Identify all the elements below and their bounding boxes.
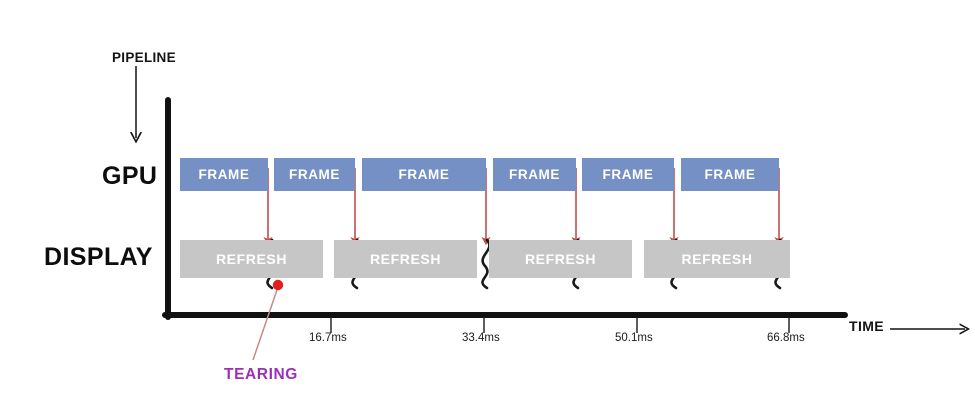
gpu-frame-label: FRAME — [198, 167, 250, 182]
tearing-pointer-line — [252, 286, 279, 361]
gpu-frame-block: FRAME — [681, 158, 779, 191]
time-tick-marks — [330, 316, 790, 333]
tearing-label: TEARING — [224, 366, 298, 383]
time-tick-label: 33.4ms — [462, 332, 500, 344]
row-label-display: DISPLAY — [44, 243, 153, 271]
gpu-frame-label: FRAME — [704, 167, 756, 182]
gpu-frame-block: FRAME — [180, 158, 268, 191]
gpu-frame-block: FRAME — [274, 158, 355, 191]
gpu-frame-block: FRAME — [493, 158, 576, 191]
gpu-frame-label: FRAME — [398, 167, 450, 182]
display-refresh-label: REFRESH — [681, 251, 753, 267]
pipeline-label: PIPELINE — [112, 50, 176, 65]
display-refresh-block: REFRESH — [180, 240, 323, 278]
tearing-marker-dot — [272, 279, 284, 291]
gpu-frame-label: FRAME — [289, 167, 340, 182]
time-axis-label: TIME — [849, 318, 885, 334]
tearing-wavy-line — [481, 238, 491, 290]
display-refresh-label: REFRESH — [215, 251, 288, 267]
display-refresh-label: REFRESH — [369, 251, 442, 267]
display-refresh-label: REFRESH — [524, 251, 597, 267]
row-label-gpu: GPU — [102, 162, 158, 190]
time-tick-label: 50.1ms — [615, 332, 653, 344]
vsync-arrow-group — [263, 168, 784, 246]
gpu-frame-block: FRAME — [582, 158, 674, 191]
gpu-frame-label: FRAME — [509, 167, 560, 182]
gpu-frame-label: FRAME — [602, 167, 654, 182]
time-tick-label: 16.7ms — [309, 332, 347, 344]
display-refresh-block: REFRESH — [644, 240, 790, 278]
display-refresh-block: REFRESH — [489, 240, 632, 278]
gpu-frame-block: FRAME — [362, 158, 486, 191]
time-tick-label: 66.8ms — [767, 332, 805, 344]
display-refresh-block: REFRESH — [334, 240, 477, 278]
